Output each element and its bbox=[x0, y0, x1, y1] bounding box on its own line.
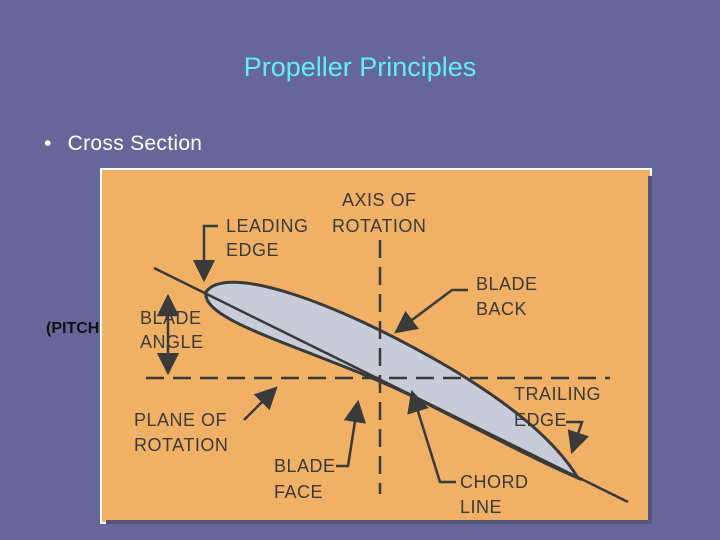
label-leading-edge-1: LEADING bbox=[226, 216, 309, 236]
trailing-edge-leader bbox=[566, 420, 590, 455]
label-blade-back-1: BLADE bbox=[476, 274, 538, 294]
leading-edge-leader bbox=[192, 224, 218, 283]
bullet-item: • Cross Section bbox=[44, 132, 202, 156]
label-trailing-edge-1: TRAILING bbox=[514, 384, 601, 404]
bullet-text: Cross Section bbox=[67, 132, 203, 155]
label-blade-angle-2: ANGLE bbox=[140, 332, 204, 352]
label-blade-face-1: BLADE bbox=[274, 456, 336, 476]
label-plane-of-rotation-2: ROTATION bbox=[134, 435, 228, 455]
label-plane-of-rotation-1: PLANE OF bbox=[134, 410, 227, 430]
label-blade-back-2: BACK bbox=[476, 299, 527, 319]
propeller-cross-section-diagram: AXIS OF ROTATION LEADING EDGE BLADE BACK… bbox=[100, 168, 652, 524]
slide-title: Propeller Principles bbox=[243, 52, 477, 82]
bullet-marker: • bbox=[44, 132, 52, 155]
blade-back-leader bbox=[394, 288, 468, 334]
label-axis-of-rotation-2: ROTATION bbox=[332, 216, 426, 236]
label-leading-edge-2: EDGE bbox=[226, 240, 279, 260]
label-blade-face-2: FACE bbox=[274, 482, 323, 502]
pitch-note: (PITCH) bbox=[46, 320, 105, 337]
chord-line-leader bbox=[407, 389, 456, 484]
plane-of-rotation-leader bbox=[243, 386, 278, 421]
label-chord-line-2: LINE bbox=[460, 497, 502, 517]
label-chord-line-1: CHORD bbox=[460, 472, 529, 492]
chord-line bbox=[153, 266, 629, 504]
label-trailing-edge-2: EDGE bbox=[514, 410, 567, 430]
blade-face-leader bbox=[336, 399, 366, 468]
label-axis-of-rotation-1: AXIS OF bbox=[342, 190, 417, 210]
label-blade-angle-1: BLADE bbox=[140, 308, 202, 328]
